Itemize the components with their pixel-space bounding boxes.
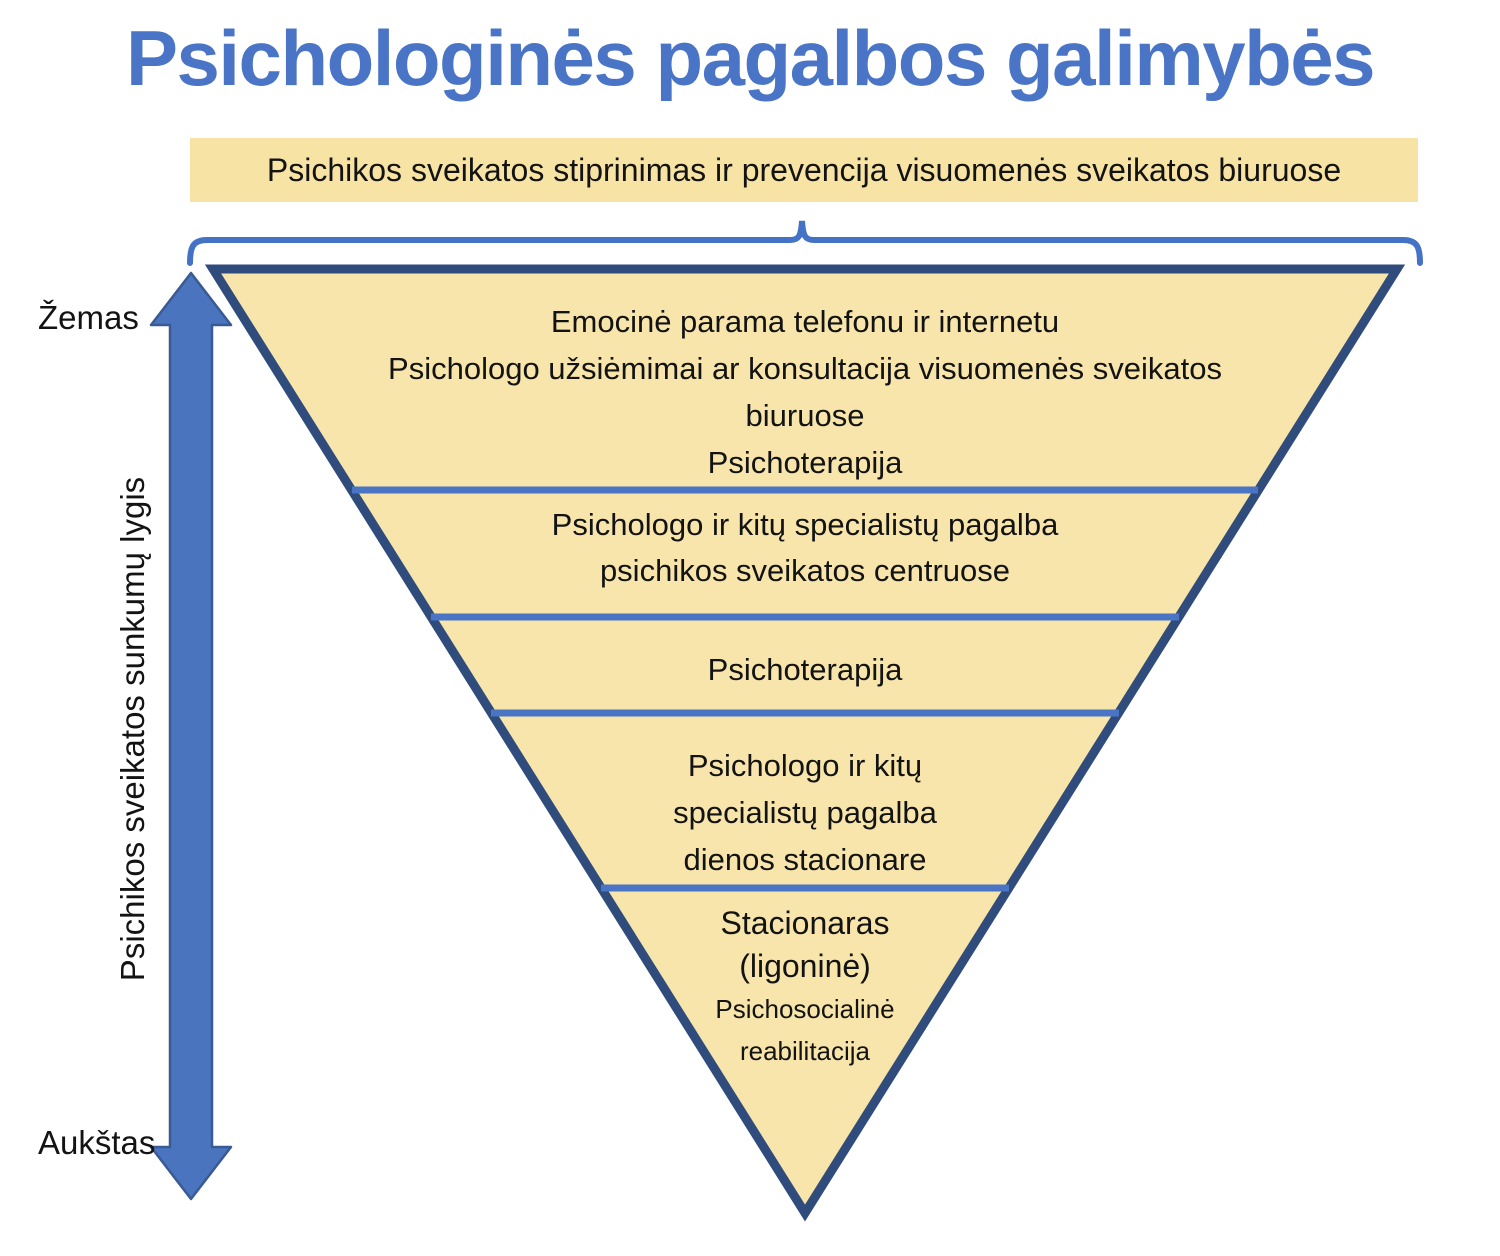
- page-title: Psichologinės pagalbos galimybės: [125, 14, 1376, 102]
- prevention-banner: Psichikos sveikatos stiprinimas ir preve…: [190, 138, 1418, 202]
- pyramid-level-line: Stacionaras: [720, 905, 890, 941]
- pyramid-level-line: biuruose: [745, 398, 865, 433]
- pyramid-level-line: Psichoterapija: [707, 652, 903, 687]
- pyramid-level-1-text: Emocinė parama telefonu ir internetu Psi…: [388, 298, 1222, 486]
- pyramid-level-line: Psichologo ir kitų specialistų pagalba: [551, 507, 1059, 542]
- pyramid-level-line: (ligoninė): [739, 948, 871, 984]
- pyramid-level-4-text: Psichologo ir kitų specialistų pagalba d…: [673, 742, 937, 883]
- pyramid-level-subline: Psichosocialinė: [715, 994, 895, 1024]
- pyramid-level-line: Psichoterapija: [707, 445, 903, 480]
- pyramid-level-line: Psichologo ir kitų: [687, 748, 923, 783]
- pyramid-level-line: specialistų pagalba: [673, 795, 937, 830]
- pyramid-level-2-text: Psichologo ir kitų specialistų pagalba p…: [552, 502, 1059, 594]
- severity-low-label: Žemas: [38, 299, 139, 336]
- pyramid-level-line: Psichologo užsiėmimai ar konsultacija vi…: [388, 351, 1222, 386]
- pyramid-level-line: psichikos sveikatos centruose: [599, 553, 1011, 588]
- inverted-pyramid-shape: [204, 264, 1406, 1222]
- pyramid-level-subline: reabilitacija: [739, 1036, 871, 1066]
- pyramid-level-line: dienos stacionare: [683, 842, 927, 877]
- severity-axis-label: Psichikos sveikatos sunkumų lygis: [114, 476, 151, 982]
- pyramid-level-5-text: Stacionaras (ligoninė) Psichosocialinė r…: [715, 902, 894, 1072]
- pyramid-level-line: Emocinė parama telefonu ir internetu: [550, 304, 1060, 339]
- severity-high-label: Aukštas: [38, 1124, 156, 1161]
- prevention-banner-label: Psichikos sveikatos stiprinimas ir preve…: [266, 151, 1342, 188]
- pyramid-level-3-text: Psichoterapija: [708, 651, 903, 689]
- curly-brace: [187, 220, 1423, 266]
- severity-axis-arrow: [149, 271, 233, 1201]
